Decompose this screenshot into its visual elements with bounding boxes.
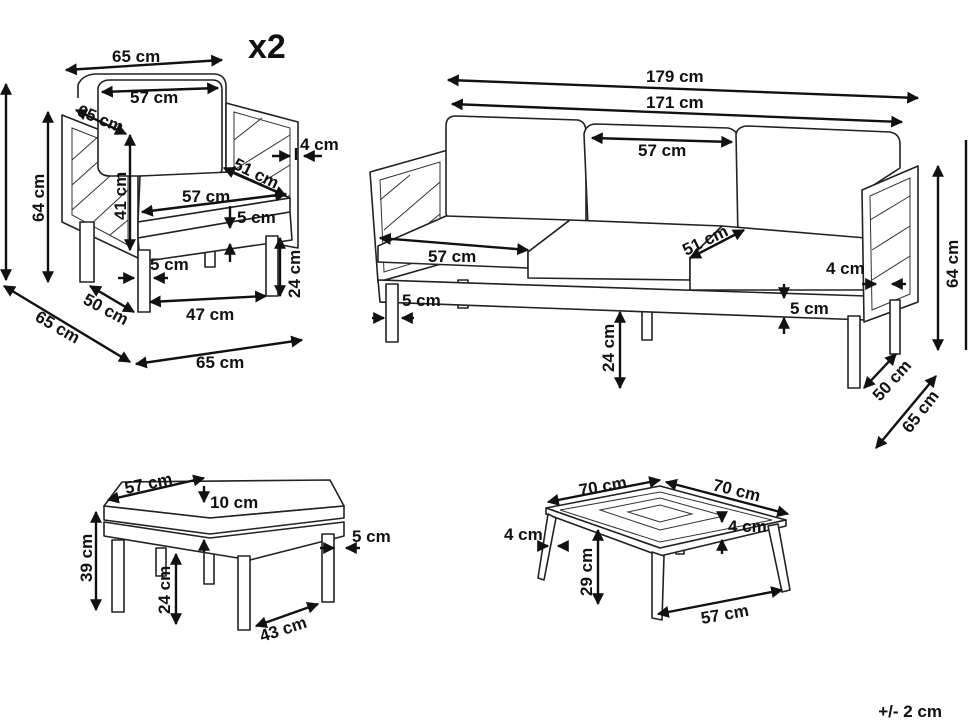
sofa-seat-cushion-label: 57 cm	[428, 247, 476, 266]
sofa-leg-right-arm	[889, 299, 901, 355]
armchair-arm-depth-line	[74, 108, 128, 136]
armchair-leg-height-label: 24 cm	[285, 250, 304, 298]
armchair-seat-cushion-label: 5 cm	[237, 208, 276, 227]
table-leg-right	[767, 523, 791, 593]
table-width-a-line	[546, 476, 662, 506]
sofa-back-cushion-line	[590, 132, 734, 148]
sofa-overall-width-label: 179 cm	[646, 67, 704, 86]
sofa-leg-depth-line	[863, 353, 897, 389]
armchair-leg-front-mid	[137, 249, 151, 313]
table-top-edge	[545, 507, 787, 557]
ottoman-frame	[103, 521, 345, 561]
armchair-width-bottom-label: 65 cm	[196, 353, 244, 372]
table-width-b-line	[664, 478, 790, 518]
ottoman-leg-front-left	[111, 539, 125, 613]
armchair-seat-width-label: 57 cm	[182, 187, 230, 206]
table-top-right-label: 4 cm	[728, 517, 767, 536]
armchair-depth-diag-line	[2, 284, 132, 364]
sofa-leg-label: 5 cm	[402, 291, 441, 310]
tolerance-note: +/- 2 cm	[878, 702, 942, 721]
ottoman-width-line	[106, 474, 206, 504]
ottoman-cushion-label: 10 cm	[210, 493, 258, 512]
sofa-leg-front-left	[385, 283, 399, 343]
table-height-label: 29 cm	[577, 548, 596, 596]
armchair-quantity-label: x2	[248, 28, 286, 66]
ottoman-height-label: 39 cm	[77, 534, 96, 582]
table-top-left-label: 4 cm	[504, 525, 543, 544]
sofa-back-cushion-label: 57 cm	[638, 141, 686, 160]
sofa-leg-height-label: 24 cm	[599, 324, 618, 372]
armchair-width-bottom-line	[134, 335, 304, 369]
armchair-back-width-label: 57 cm	[130, 88, 178, 107]
armchair-height-label: 64 cm	[29, 174, 48, 222]
sofa-seat-cushion-line	[378, 232, 530, 256]
armchair-leg-span-label: 47 cm	[186, 305, 234, 324]
sofa-back-cushion-left	[445, 115, 587, 227]
sofa-back-cushion-right	[735, 125, 901, 241]
ottoman-leg-front-right	[321, 533, 335, 603]
sofa-overall-width-line	[446, 74, 920, 104]
ottoman-leg-span-label: 43 cm	[257, 613, 309, 646]
ottoman-leg-back-left	[155, 547, 167, 577]
ottoman-cushion-side	[103, 505, 345, 535]
sofa-leg-depth-label: 50 cm	[869, 356, 915, 405]
table-leg-span-line	[656, 586, 784, 618]
armchair-leg-front-right	[265, 235, 279, 297]
ottoman-leg-height-label: 24 cm	[155, 566, 174, 614]
armchair-width-top-label: 65 cm	[112, 47, 160, 66]
sofa-inner-width-label: 171 cm	[646, 93, 704, 112]
ottoman-dimensions: 57 cm 10 cm 39 cm 24 cm 5 cm 43 cm	[77, 469, 391, 645]
table-leg-front	[651, 551, 665, 621]
sofa-right-arm-slats	[869, 177, 911, 311]
ottoman-leg-front-mid	[237, 555, 251, 631]
sofa-height-label: 64 cm	[943, 240, 962, 288]
armchair-arm-thickness-label: 4 cm	[300, 135, 339, 154]
armchair-back-width-line	[100, 82, 220, 98]
table-drawing	[537, 485, 791, 621]
armchair-leg-label: 5 cm	[150, 255, 189, 274]
ottoman-frame-label: 5 cm	[352, 527, 391, 546]
sofa-leg-front-right	[847, 315, 861, 389]
armchair-width-top-line	[64, 54, 224, 76]
armchair-dimensions: 65 cm 57 cm 65 cm 64 cm 41 cm 51 cm 57 c…	[0, 28, 339, 372]
sofa-back-height-line	[688, 228, 746, 260]
sofa-cushion-thickness-label: 5 cm	[790, 299, 829, 318]
armchair-seat-height-label: 41 cm	[111, 172, 130, 220]
sofa-depth-line	[875, 375, 937, 449]
sofa-arm-thickness-label: 4 cm	[826, 259, 865, 278]
armchair-leg-front-left	[79, 221, 95, 283]
ottoman-leg-back-right	[203, 549, 215, 585]
armchair-depth-diag-label: 65 cm	[32, 307, 83, 348]
sofa-dimensions: 179 cm 171 cm 57 cm 57 cm 51 cm 4 cm 5 c…	[372, 67, 968, 449]
ottoman-leg-span-line	[254, 601, 320, 629]
sofa-drawing	[369, 115, 919, 389]
armchair-leg-span-line	[148, 290, 268, 308]
sofa-inner-width-line	[450, 98, 904, 128]
armchair-seat-width-line	[140, 189, 288, 217]
